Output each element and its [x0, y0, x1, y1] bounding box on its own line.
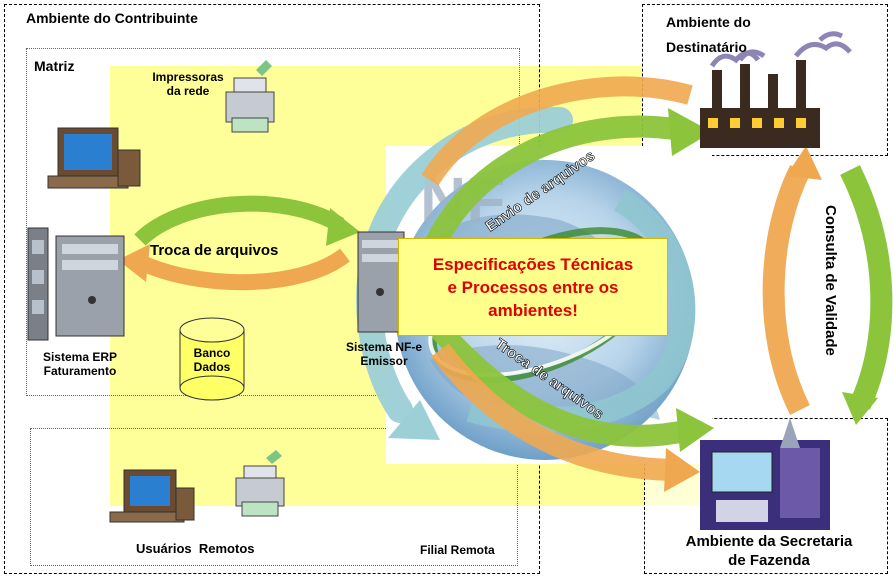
- db-label-line2: Dados: [193, 360, 231, 374]
- network-printer-icon: [225, 60, 275, 133]
- center-line-1: Especificações Técnicas: [432, 254, 634, 274]
- local-arrow-green: [134, 195, 345, 246]
- consulta-arrow-green: [840, 165, 893, 410]
- database-icon: [179, 317, 245, 401]
- destinatario-title: Ambiente do Destinatário: [666, 14, 751, 56]
- filial-title: Filial Remota: [420, 543, 495, 557]
- troca-arrow-orange: [431, 343, 681, 481]
- erp-server-icon: [27, 227, 125, 341]
- printers-label: Impressoras da rede: [138, 70, 238, 98]
- nfe-server-icon: [357, 231, 405, 333]
- db-label: Banco Dados: [182, 346, 242, 374]
- nfe-label: Sistema NF-e Emissor: [332, 340, 436, 368]
- matriz-title: Matriz: [34, 58, 75, 74]
- local-arrow-orange: [136, 248, 350, 291]
- erp-label: Sistema ERP Faturamento: [30, 350, 130, 378]
- desktop-computer-icon: [47, 127, 141, 189]
- remote-users-word: Usuários: [136, 541, 192, 556]
- remote-computer-icon: [109, 469, 195, 523]
- printers-label-line1: Impressoras: [152, 70, 224, 84]
- db-label-line1: Banco: [193, 346, 231, 360]
- destinatario-title-line1: Ambiente do: [666, 14, 751, 30]
- government-building-icon: [700, 418, 830, 530]
- center-line-3: ambientes!: [488, 300, 578, 320]
- troca-arrow-green: [431, 322, 693, 447]
- consulta-label: Consulta de Validade: [822, 205, 839, 356]
- fazenda-title-line1: Ambiente da Secretaria: [685, 533, 853, 550]
- remote-word: Remotos: [198, 541, 255, 556]
- factory-icon: [700, 31, 852, 148]
- center-highlight-box: Especificações Técnicas e Processos entr…: [398, 238, 668, 336]
- remote-printer-icon: [235, 450, 285, 517]
- contribuinte-title: Ambiente do Contribuinte: [26, 10, 198, 26]
- local-exchange-label: Troca de arquivos: [150, 242, 279, 259]
- fazenda-title: Ambiente da Secretaria de Fazenda: [654, 532, 884, 570]
- erp-label-line2: Faturamento: [43, 364, 117, 378]
- fazenda-title-line2: de Fazenda: [728, 552, 810, 569]
- filial-box: [30, 428, 518, 566]
- erp-label-line1: Sistema ERP: [42, 350, 118, 364]
- destinatario-title-line2: Destinatário: [666, 39, 747, 55]
- remote-users-label: Usuários Remotos: [136, 540, 255, 557]
- nfe-label-line2: Emissor: [360, 354, 408, 368]
- center-line-2: e Processos entre os: [447, 277, 619, 297]
- consulta-arrow-orange: [762, 165, 810, 415]
- printers-label-line2: da rede: [166, 84, 210, 98]
- nfe-label-line1: Sistema NF-e: [345, 340, 423, 354]
